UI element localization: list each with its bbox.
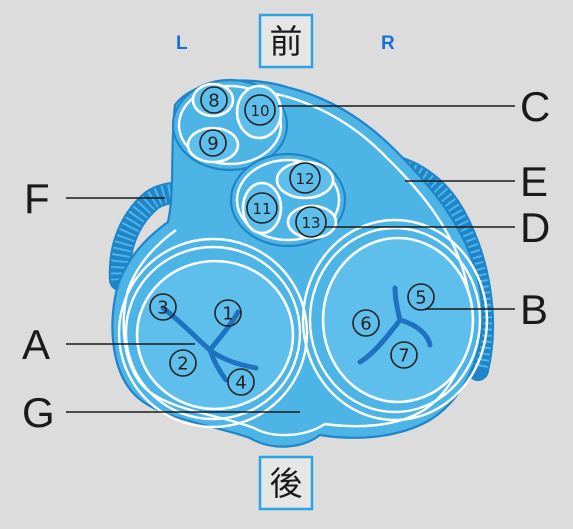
- svg-text:2: 2: [177, 354, 188, 375]
- svg-text:3: 3: [157, 298, 168, 319]
- marker-9: 9: [199, 129, 227, 157]
- mitral-valve: [117, 237, 309, 429]
- tricuspid-valve: [301, 218, 489, 422]
- svg-text:10: 10: [250, 102, 269, 120]
- label-c: C: [520, 83, 550, 130]
- leader-lines: [66, 105, 515, 413]
- marker-1: 1: [214, 299, 242, 327]
- label-a: A: [22, 321, 50, 368]
- label-b: B: [520, 286, 548, 333]
- front-box: [258, 13, 314, 69]
- svg-text:6: 6: [360, 314, 371, 335]
- marker-10: 10: [244, 94, 276, 126]
- marker-8: 8: [200, 86, 228, 114]
- back-box: [258, 455, 314, 511]
- marker-6: 6: [352, 309, 380, 337]
- marker-5: 5: [407, 283, 435, 311]
- svg-text:9: 9: [207, 134, 218, 155]
- front-label: 前: [270, 22, 303, 61]
- tricuspid-cusp-line: [357, 285, 433, 365]
- svg-text:8: 8: [208, 91, 219, 112]
- svg-text:7: 7: [398, 346, 409, 367]
- right-label: R: [381, 33, 395, 54]
- callout-letters: C E D B F A G: [22, 83, 550, 436]
- back-label: 後: [270, 464, 303, 503]
- svg-text:4: 4: [235, 373, 246, 394]
- mitral-cusp-line: [160, 305, 259, 383]
- marker-12: 12: [289, 162, 321, 194]
- number-markers: 1 2 3 4 5 6 7 8 9 10 11 12 13: [149, 86, 435, 396]
- svg-text:11: 11: [252, 200, 271, 218]
- marker-2: 2: [169, 349, 197, 377]
- label-g: G: [22, 389, 55, 436]
- marker-4: 4: [227, 368, 255, 396]
- svg-text:1: 1: [222, 304, 233, 325]
- marker-3: 3: [149, 293, 177, 321]
- aortic-valve: [229, 152, 347, 248]
- orientation-labels: L R 前 後: [176, 13, 395, 511]
- label-f: F: [24, 175, 50, 222]
- svg-text:12: 12: [295, 170, 314, 188]
- label-e: E: [520, 158, 548, 205]
- label-d: D: [520, 204, 550, 251]
- svg-text:13: 13: [301, 214, 320, 232]
- left-label: L: [176, 33, 188, 54]
- svg-text:5: 5: [415, 288, 426, 309]
- marker-7: 7: [390, 341, 418, 369]
- marker-13: 13: [295, 206, 327, 238]
- marker-11: 11: [246, 192, 278, 224]
